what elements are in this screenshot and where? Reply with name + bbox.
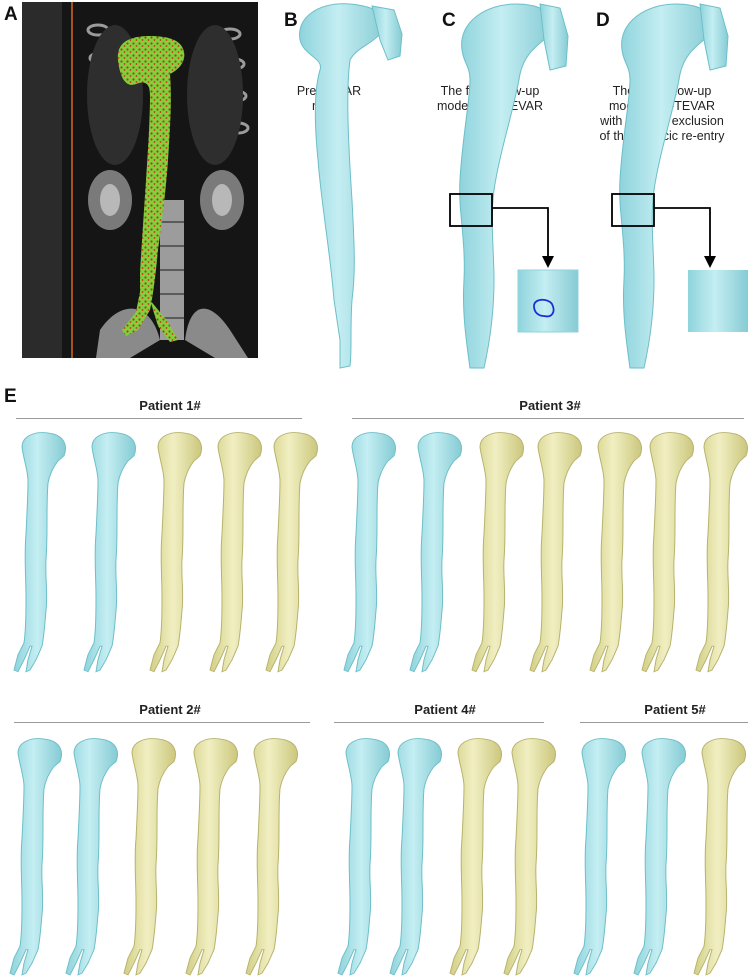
patient-3-title: Patient 3# [519, 398, 581, 413]
reentry-highlight [533, 298, 555, 318]
panel-letter-d: D [596, 10, 610, 31]
patient-2-models [9, 738, 298, 976]
follow-up-model-d [619, 3, 729, 369]
patient-1-rule [16, 418, 302, 419]
zoom-box-c [449, 193, 493, 227]
ct-scan-image [22, 2, 258, 358]
pre-tevar-model [299, 3, 403, 369]
patient-2-title: Patient 2# [139, 702, 201, 717]
patient-1-models [13, 432, 318, 673]
patient-4-models [337, 738, 556, 976]
patient-4-rule [334, 722, 544, 723]
follow-up-model-c [459, 3, 569, 369]
zoom-inset-d [688, 270, 748, 332]
panel-letter-e: E [4, 386, 17, 407]
aorta-segmentation [117, 36, 185, 336]
patient-4-title: Patient 4# [414, 702, 476, 717]
patient-3-rule [352, 418, 744, 419]
panel-letter-b: B [284, 10, 298, 31]
zoom-arrow-c [492, 207, 549, 262]
zoom-arrow-d [654, 207, 711, 262]
zoom-inset-c [517, 269, 579, 333]
patient-5-rule [580, 722, 748, 723]
patient-5-title: Patient 5# [644, 702, 706, 717]
panel-letter-a: A [4, 4, 18, 25]
patient-1-title: Patient 1# [139, 398, 201, 413]
patient-2-rule [14, 722, 310, 723]
patient-3-models [343, 432, 748, 673]
panel-letter-c: C [442, 10, 456, 31]
patient-5-models [573, 738, 746, 976]
zoom-box-d [611, 193, 655, 227]
